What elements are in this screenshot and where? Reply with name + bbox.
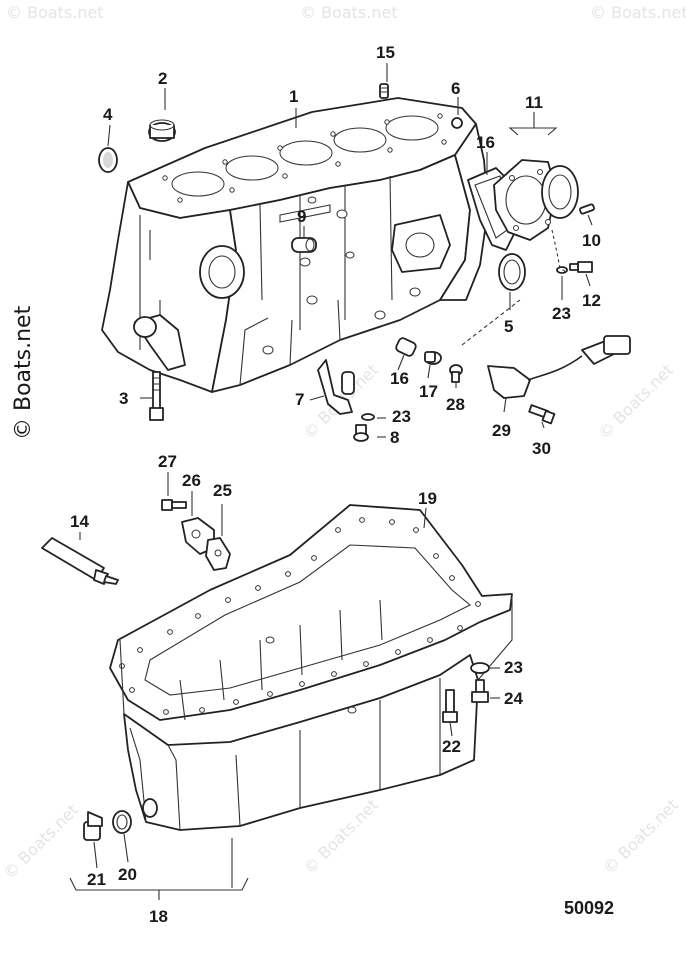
callout-17: 17 xyxy=(419,382,438,401)
callout-10: 10 xyxy=(582,231,601,250)
callout-25: 25 xyxy=(213,481,232,500)
callout-6: 6 xyxy=(451,79,460,98)
callout-23-lower: 23 xyxy=(504,658,523,677)
part-6-plug xyxy=(451,117,463,129)
callout-23-middle: 23 xyxy=(392,407,411,426)
watermark-copy: © Boats.net xyxy=(300,3,398,22)
part-21-drain-plug xyxy=(83,811,103,841)
callout-21: 21 xyxy=(87,870,106,889)
part-24-bolt xyxy=(471,679,489,703)
part-28-screw xyxy=(449,364,463,383)
part-18-oil-pan xyxy=(119,594,513,831)
part-22-bolt xyxy=(442,689,458,723)
part-7-bracket xyxy=(317,359,355,415)
part-8-bolt xyxy=(353,424,369,442)
callout-11: 11 xyxy=(525,93,543,112)
leader-lines-lower xyxy=(69,472,500,900)
watermark-copy: © Boats.net xyxy=(0,800,82,882)
callout-16-top: 16 xyxy=(476,133,495,152)
part-23-washer xyxy=(556,266,568,274)
part-29-sensor xyxy=(487,335,631,399)
watermark-copy: © Boats.net xyxy=(299,795,381,877)
callout-30: 30 xyxy=(532,439,551,458)
part-16-sensor xyxy=(395,337,417,357)
part-9-pin xyxy=(291,237,317,253)
callout-3: 3 xyxy=(119,389,128,408)
part-10-dowel xyxy=(579,203,595,215)
cylinder-block xyxy=(101,97,489,393)
watermark-vertical: © Boats.net xyxy=(11,305,36,440)
callout-26: 26 xyxy=(182,471,201,490)
callout-29: 29 xyxy=(492,421,511,440)
part-11-seal-housing xyxy=(493,159,579,241)
callout-2: 2 xyxy=(158,69,167,88)
part-14-sealant-tube xyxy=(41,537,119,585)
part-4-core-plug xyxy=(98,147,118,173)
callout-labels: 1 2 3 4 5 6 7 8 9 10 11 12 14 15 16 16 1… xyxy=(70,43,601,926)
watermark-copy: © Boats.net xyxy=(594,360,676,442)
part-2-plug xyxy=(148,119,176,142)
part-5-oil-seal xyxy=(498,253,526,291)
part-23-washer xyxy=(361,413,375,421)
callout-28: 28 xyxy=(446,395,465,414)
watermark-copy: © Boats.net xyxy=(590,3,686,22)
part-19-oil-pan-gasket xyxy=(109,504,513,721)
callout-4: 4 xyxy=(103,105,113,124)
callout-1: 1 xyxy=(289,87,298,106)
callout-27: 27 xyxy=(158,452,177,471)
part-23-washer xyxy=(470,662,490,674)
watermark-copy: © Boats.net xyxy=(6,3,104,22)
part-25-gasket xyxy=(205,537,231,571)
callout-22: 22 xyxy=(442,737,461,756)
part-20-drain-seal xyxy=(112,810,132,834)
callout-14: 14 xyxy=(70,512,89,531)
callout-24: 24 xyxy=(504,689,523,708)
part-12-bolt xyxy=(569,261,593,273)
callout-5: 5 xyxy=(504,317,513,336)
callout-19: 19 xyxy=(418,489,437,508)
callout-12: 12 xyxy=(582,291,601,310)
callout-16-sensor: 16 xyxy=(390,369,409,388)
watermark-copy: © Boats.net xyxy=(599,795,681,877)
leader-lines-upper xyxy=(107,63,593,438)
part-3-bolt xyxy=(149,371,164,421)
diagram-reference-number: 50092 xyxy=(564,898,614,918)
gasket-bolt-holes xyxy=(119,517,481,715)
part-27-bolt xyxy=(161,499,187,511)
part-30-bolt xyxy=(528,404,556,425)
callout-23-right: 23 xyxy=(552,304,571,323)
callout-8: 8 xyxy=(390,428,399,447)
callout-9: 9 xyxy=(297,207,306,226)
part-15-dowel xyxy=(379,83,389,99)
part-17-sensor xyxy=(424,351,442,365)
callout-20: 20 xyxy=(118,865,137,884)
callout-15: 15 xyxy=(376,43,395,62)
callout-18: 18 xyxy=(149,907,168,926)
callout-7: 7 xyxy=(295,390,304,409)
